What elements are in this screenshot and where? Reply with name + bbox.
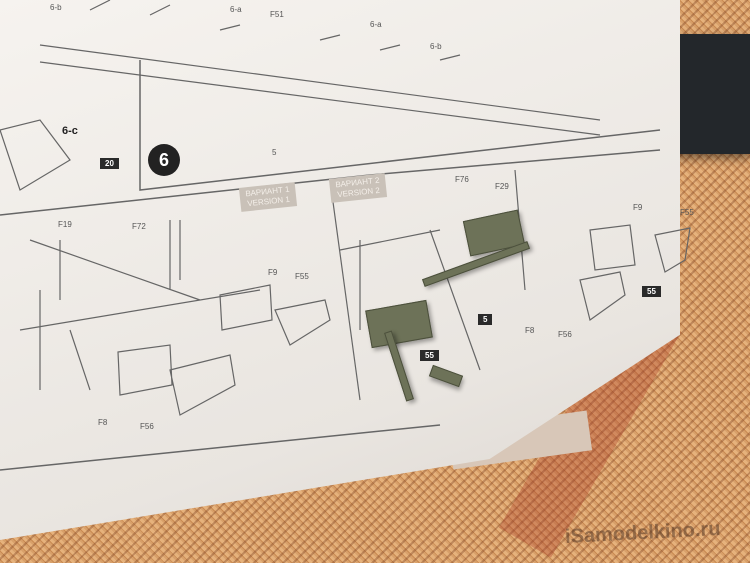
part-f8-v2: F8 — [525, 326, 535, 335]
part-f9-v2: F9 — [633, 203, 643, 212]
subassembly-label: 6-c — [62, 125, 78, 137]
part-f56-v2: F56 — [558, 330, 572, 339]
bottom-border — [0, 424, 441, 471]
label-6a: 6-a — [230, 5, 242, 14]
version-divider — [329, 179, 361, 401]
top-assembly — [0, 0, 461, 191]
part-f29: F29 — [495, 182, 509, 191]
part-f72: F72 — [132, 222, 146, 231]
part-f8: F8 — [98, 418, 108, 427]
ref-55-tag-2: 55 — [642, 286, 661, 297]
ref-5-tag: 5 — [478, 314, 493, 325]
label-6b-2: 6-b — [430, 42, 442, 51]
part-f76: F76 — [455, 175, 469, 184]
ref-55-tag: 55 — [420, 350, 439, 361]
part-f56: F56 — [140, 422, 154, 431]
label-6a-2: 6-a — [370, 20, 382, 29]
step-number-badge: 6 — [148, 144, 180, 176]
label-f51: F51 — [270, 10, 284, 19]
part-f55-v2: F55 — [680, 208, 694, 217]
ref-20-tag: 20 — [100, 158, 119, 169]
part-f19: F19 — [58, 220, 72, 229]
part-f55: F55 — [295, 272, 309, 281]
v1-assembly — [19, 220, 331, 416]
part-f9: F9 — [268, 268, 278, 277]
label-ref-5-top: 5 — [272, 148, 277, 157]
step-frame-border — [139, 60, 661, 191]
label-6b: 6-b — [50, 3, 62, 12]
frame-rails — [39, 44, 601, 136]
